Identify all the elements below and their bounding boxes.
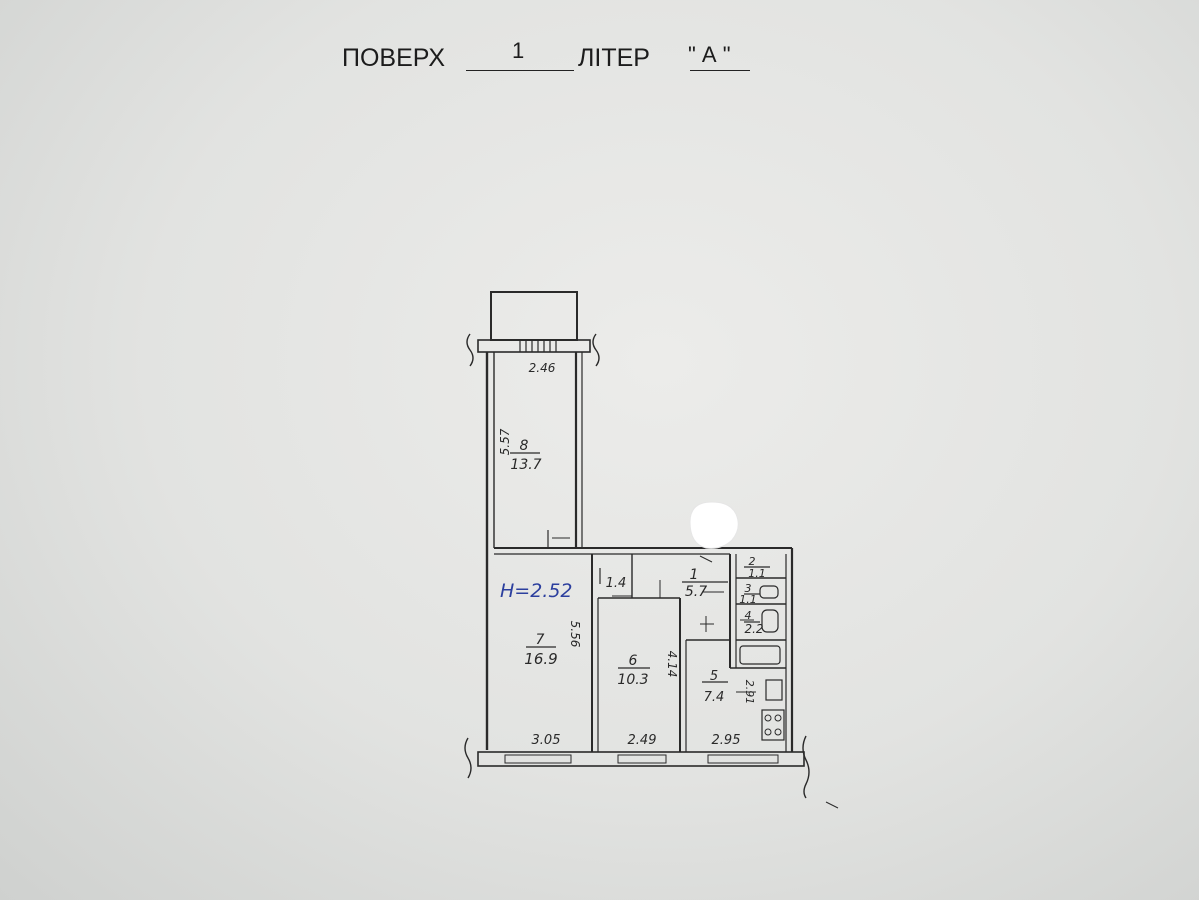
break-mark-top-right bbox=[592, 333, 600, 367]
room4-number: 4 bbox=[745, 609, 752, 622]
room8-number: 8 bbox=[520, 438, 529, 454]
toilet-fixture bbox=[761, 609, 779, 633]
room8-width-dim: 2.46 bbox=[529, 361, 556, 375]
room7-length-dim: 5.56 bbox=[568, 621, 582, 648]
corridor-area: 1.4 bbox=[606, 576, 627, 591]
room2-number: 2 bbox=[749, 555, 756, 568]
outer-bottom-wall bbox=[477, 751, 805, 767]
room7-area: 16.9 bbox=[524, 650, 557, 668]
plan-header: ПОВЕРХ 1 ЛІТЕР " А " bbox=[342, 38, 772, 80]
redaction-blob bbox=[689, 501, 739, 549]
room5-number: 5 bbox=[710, 669, 718, 684]
letter-label: ЛІТЕР bbox=[578, 44, 650, 72]
room1-area: 5.7 bbox=[685, 584, 707, 600]
room7-number: 7 bbox=[536, 632, 545, 648]
floor-underline bbox=[466, 70, 574, 71]
letter-value: " А " bbox=[688, 42, 731, 67]
room8-top-wall bbox=[477, 339, 591, 353]
room7-width-dim: 3.05 bbox=[532, 733, 561, 748]
balcony-outline bbox=[490, 291, 578, 341]
room3-number: 3 bbox=[745, 582, 752, 595]
room6-width-dim: 2.49 bbox=[628, 733, 657, 748]
sink-fixture bbox=[759, 585, 779, 599]
room5-width-dim: 2.95 bbox=[712, 733, 741, 748]
kitchen-sink-fixture bbox=[765, 679, 783, 701]
room5-area: 7.4 bbox=[704, 690, 725, 705]
floor-value: 1 bbox=[512, 38, 525, 63]
room8-area: 13.7 bbox=[510, 457, 541, 473]
floor-label: ПОВЕРХ bbox=[342, 44, 445, 72]
room4-area: 2.2 bbox=[744, 622, 763, 636]
ceiling-height-note: H=2.52 bbox=[500, 580, 573, 602]
break-mark-top-left bbox=[466, 333, 474, 367]
break-mark-bottom-left bbox=[464, 737, 472, 779]
room1-number: 1 bbox=[690, 567, 699, 583]
room8-length-dim: 5.57 bbox=[498, 428, 512, 455]
room6-area: 10.3 bbox=[617, 672, 648, 688]
room2-area: 1.1 bbox=[748, 567, 766, 580]
bathtub-fixture bbox=[739, 645, 781, 665]
room3-area: 1.1 bbox=[739, 593, 757, 606]
letter-underline bbox=[690, 70, 750, 71]
break-mark-bottom-right bbox=[802, 735, 810, 799]
room6-length-dim: 4.14 bbox=[665, 651, 679, 678]
room5-length-dim: 2.91 bbox=[743, 680, 756, 705]
stove-fixture bbox=[761, 709, 785, 741]
room6-number: 6 bbox=[629, 653, 638, 669]
